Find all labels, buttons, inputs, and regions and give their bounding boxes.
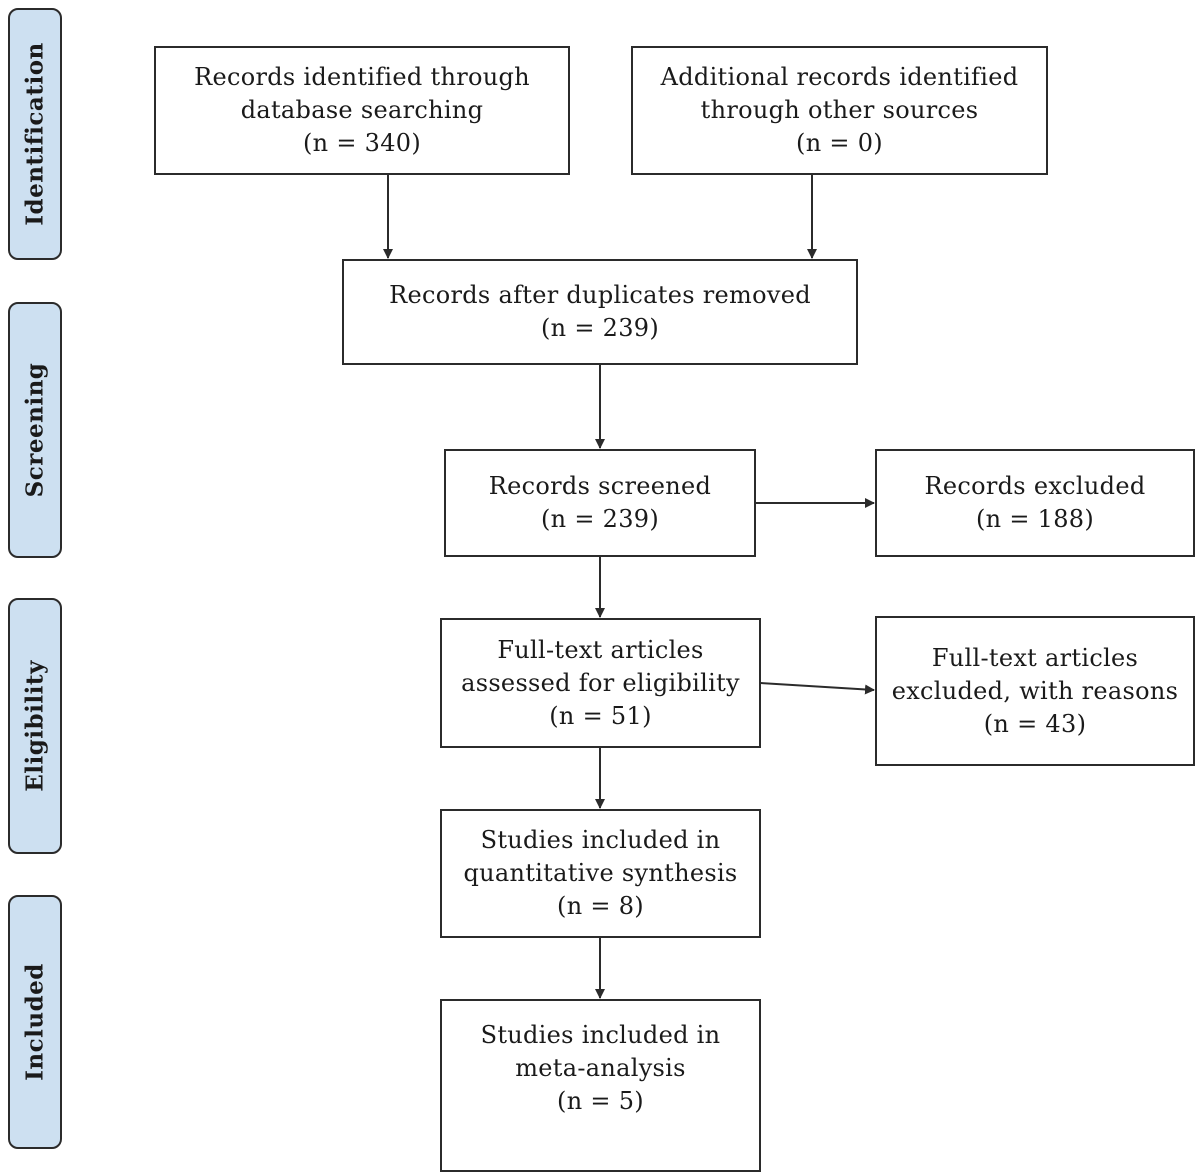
box-ft-excluded-line2: excluded, with reasons [891, 676, 1179, 705]
box-screened-count: (n = 239) [540, 505, 660, 533]
stage-included: Included [8, 895, 62, 1149]
box-quantitative-line2: quantitative synthesis [463, 859, 738, 887]
box-excluded-line1: Records excluded [924, 472, 1146, 500]
box-excluded-count: (n = 188) [975, 505, 1095, 533]
box-other-sources: Additional records identified through ot… [631, 46, 1048, 175]
box-assessed-count: (n = 51) [549, 701, 652, 730]
stage-eligibility: Eligibility [8, 598, 62, 854]
box-database-line2: database searching [240, 96, 484, 124]
box-meta-line2: meta-analysis [515, 1054, 686, 1082]
box-records-excluded: Records excluded (n = 188) [875, 449, 1195, 557]
box-quantitative-line1: Studies included in [480, 826, 721, 854]
box-quantitative-synthesis: Studies included in quantitative synthes… [440, 809, 761, 938]
box-assessed-line1: Full-text articles [497, 635, 704, 664]
box-database-line1: Records identified through [194, 63, 530, 91]
box-other-line2: through other sources [700, 96, 979, 124]
box-full-text-assessed: Full-text articles assessed for eligibil… [440, 618, 761, 748]
box-meta-analysis: Studies included in meta-analysis (n = 5… [440, 999, 761, 1172]
box-ft-excluded-count: (n = 43) [983, 709, 1087, 738]
box-quantitative-count: (n = 8) [557, 892, 644, 920]
box-meta-count: (n = 5) [557, 1087, 644, 1115]
box-screened-line1: Records screened [488, 472, 712, 500]
box-other-count: (n = 0) [796, 129, 883, 157]
box-duplicates-count: (n = 239) [540, 314, 660, 342]
box-duplicates-removed: Records after duplicates removed (n = 23… [342, 259, 858, 365]
box-ft-excluded-line1: Full-text articles [931, 643, 1139, 672]
box-records-screened: Records screened (n = 239) [444, 449, 756, 557]
box-database-searching: Records identified through database sear… [154, 46, 570, 175]
box-full-text-excluded: Full-text articles excluded, with reason… [875, 616, 1195, 766]
box-duplicates-line1: Records after duplicates removed [389, 281, 811, 309]
stage-identification: Identification [8, 8, 62, 260]
box-assessed-line2: assessed for eligibility [461, 668, 740, 697]
arrow-fulltext-to-excluded [759, 682, 875, 695]
box-other-line1: Additional records identified [660, 63, 1019, 91]
box-meta-line1: Studies included in [480, 1021, 721, 1049]
stage-screening: Screening [8, 302, 62, 558]
box-database-count: (n = 340) [302, 129, 422, 157]
